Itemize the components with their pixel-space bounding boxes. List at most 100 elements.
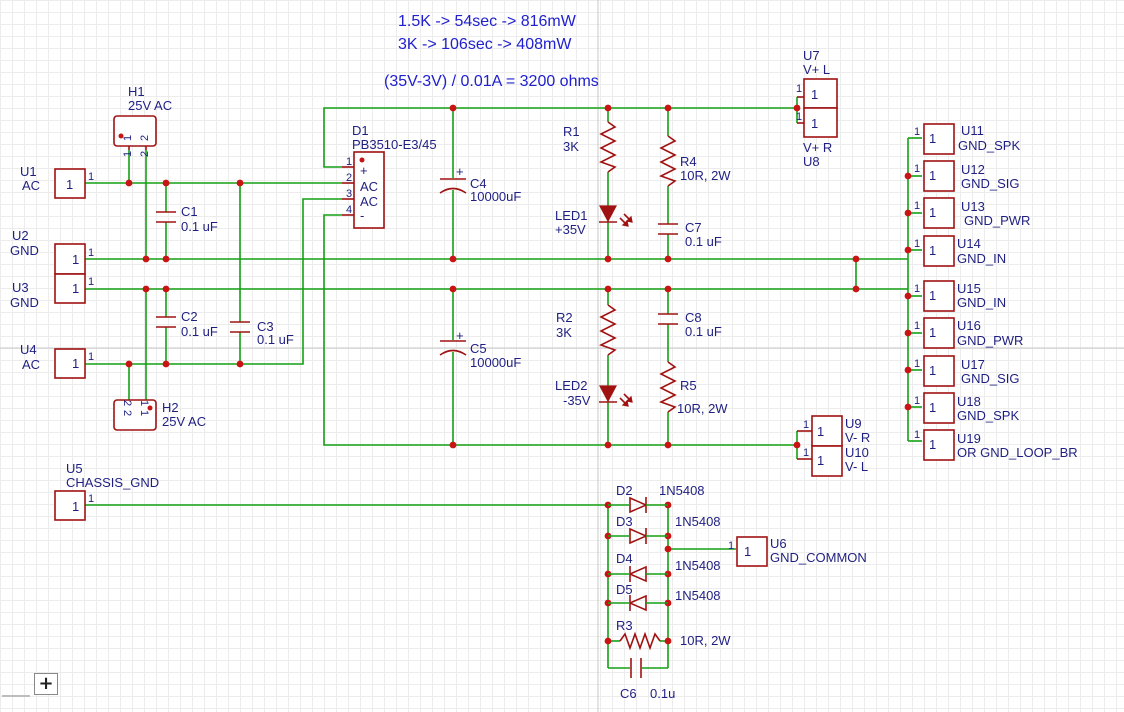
note-line-3: (35V-3V) / 0.01A = 3200 ohms [384, 73, 599, 90]
svg-text:1: 1 [914, 320, 920, 332]
svg-text:1: 1 [728, 540, 734, 552]
svg-text:1: 1 [88, 171, 94, 183]
capacitor-c7[interactable]: C7 0.1 uF [658, 220, 722, 249]
led-led1[interactable]: LED1 +35V [555, 205, 633, 237]
connector-u16[interactable]: 1 1 U16 GND_PWR [914, 317, 1023, 349]
svg-text:R4: R4 [680, 154, 697, 169]
svg-text:1: 1 [796, 111, 802, 123]
connector-u2[interactable]: 1 1 U2 GND [10, 228, 94, 275]
connector-u9-u10[interactable]: 1 1 1 1 U9 V- R U10 V- L [797, 415, 870, 477]
resistor-r4[interactable]: R4 10R, 2W [658, 135, 731, 187]
capacitor-c4[interactable]: + C4 10000uF [439, 164, 521, 204]
svg-text:10R, 2W: 10R, 2W [677, 401, 728, 416]
svg-text:C4: C4 [470, 176, 487, 191]
bridge-rectifier-d1[interactable]: 1 2 3 4 + AC AC - D1 PB3510-E3/45 [342, 123, 437, 229]
connector-u5[interactable]: 1 1 U5 CHASSIS_GND [54, 461, 159, 521]
svg-text:D1: D1 [352, 123, 369, 138]
connector-u17[interactable]: 1 1 U17 GND_SIG [914, 355, 1020, 387]
svg-text:U1: U1 [20, 164, 37, 179]
svg-text:2: 2 [121, 410, 133, 416]
note-line-1: 1.5K -> 54sec -> 816mW [398, 13, 577, 30]
svg-text:U9: U9 [845, 416, 862, 431]
resistor-r3[interactable]: R3 10R, 2W [616, 618, 731, 651]
capacitor-c5[interactable]: + C5 10000uF [439, 328, 521, 370]
connector-u7-u8[interactable]: 1 1 1 1 U7 V+ L V+ R U8 [796, 48, 838, 169]
svg-text:0.1 uF: 0.1 uF [181, 219, 218, 234]
connector-u18[interactable]: 1 1 U18 GND_SPK [914, 392, 1019, 424]
svg-text:CHASSIS_GND: CHASSIS_GND [66, 475, 159, 490]
header-h1[interactable]: 1 2 1 2 H1 25V AC [113, 84, 172, 157]
connector-u3[interactable]: 1 1 U3 GND [10, 273, 94, 310]
svg-text:1: 1 [929, 400, 936, 415]
svg-text:U2: U2 [12, 228, 29, 243]
connector-u14[interactable]: 1 1 U14 GND_IN [914, 235, 1006, 267]
zoom-out-button[interactable] [2, 673, 30, 697]
connector-u19[interactable]: 1 1 U19 OR GND_LOOP_BR [914, 429, 1078, 461]
svg-text:V+ R: V+ R [803, 140, 832, 155]
svg-text:2: 2 [121, 400, 133, 406]
capacitor-c3[interactable]: C3 0.1 uF [230, 319, 294, 347]
svg-text:1: 1 [796, 83, 802, 95]
diode-d2[interactable]: D2 1N5408 [616, 483, 705, 514]
connector-u13[interactable]: 1 1 U13 GND_PWR [914, 197, 1030, 229]
header-h2[interactable]: 2 1 2 1 H2 25V AC [113, 399, 206, 431]
diode-d4[interactable]: D4 1N5408 [608, 551, 721, 583]
svg-text:LED2: LED2 [555, 378, 588, 393]
svg-text:H1: H1 [128, 84, 145, 99]
svg-text:1: 1 [914, 429, 920, 441]
svg-text:3K: 3K [563, 139, 579, 154]
svg-text:OR GND_LOOP_BR: OR GND_LOOP_BR [957, 445, 1078, 460]
svg-text:AC: AC [360, 194, 378, 209]
svg-text:AC: AC [22, 357, 40, 372]
diode-d3[interactable]: D3 1N5408 [608, 514, 721, 545]
connector-u11[interactable]: 1 1 U11 GND_SPK [914, 123, 1020, 155]
svg-text:3K: 3K [556, 325, 572, 340]
svg-text:4: 4 [346, 204, 352, 216]
svg-text:U13: U13 [961, 199, 985, 214]
capacitor-c6[interactable]: C6 0.1u [620, 658, 675, 701]
svg-text:D2: D2 [616, 483, 633, 498]
svg-text:GND_IN: GND_IN [957, 295, 1006, 310]
capacitor-c8[interactable]: C8 0.1 uF [658, 310, 722, 339]
svg-text:-: - [360, 208, 364, 223]
svg-text:U12: U12 [961, 162, 985, 177]
svg-text:R5: R5 [680, 378, 697, 393]
svg-text:1: 1 [914, 283, 920, 295]
svg-text:AC: AC [22, 178, 40, 193]
led-led2[interactable]: LED2 -35V [555, 378, 633, 408]
svg-text:1: 1 [66, 177, 73, 192]
svg-text:1: 1 [88, 247, 94, 259]
svg-text:0.1 uF: 0.1 uF [181, 324, 218, 339]
svg-text:1: 1 [817, 424, 824, 439]
connector-u12[interactable]: 1 1 U12 GND_SIG [914, 160, 1020, 192]
svg-text:1: 1 [929, 363, 936, 378]
diode-d5[interactable]: D5 1N5408 [608, 582, 721, 612]
svg-text:2: 2 [139, 135, 151, 141]
resistor-r2[interactable]: R2 3K [556, 304, 617, 356]
capacitor-c2[interactable]: C2 0.1 uF [156, 309, 218, 339]
svg-text:C3: C3 [257, 319, 274, 334]
svg-text:1: 1 [138, 400, 150, 406]
svg-text:1: 1 [914, 126, 920, 138]
svg-text:1: 1 [72, 252, 79, 267]
connector-u15[interactable]: 1 1 U15 GND_IN [914, 280, 1006, 312]
svg-text:0.1 uF: 0.1 uF [685, 324, 722, 339]
svg-text:GND_IN: GND_IN [957, 251, 1006, 266]
svg-text:+: + [360, 163, 368, 178]
svg-text:D3: D3 [616, 514, 633, 529]
svg-text:GND_COMMON: GND_COMMON [770, 550, 867, 565]
resistor-r5[interactable]: R5 10R, 2W [658, 361, 728, 416]
svg-text:1: 1 [929, 168, 936, 183]
capacitor-c1[interactable]: C1 0.1 uF [156, 204, 218, 234]
connector-u1[interactable]: 1 1 U1 AC [20, 164, 94, 199]
connector-u6[interactable]: 1 1 U6 GND_COMMON [728, 536, 867, 567]
zoom-in-button[interactable]: + [34, 673, 58, 695]
svg-text:10000uF: 10000uF [470, 355, 521, 370]
resistor-r1[interactable]: R1 3K [563, 121, 617, 173]
connector-u4[interactable]: 1 1 U4 AC [20, 342, 94, 379]
svg-text:1: 1 [346, 156, 352, 168]
svg-text:V- R: V- R [845, 430, 870, 445]
svg-text:U19: U19 [957, 431, 981, 446]
svg-text:R1: R1 [563, 124, 580, 139]
